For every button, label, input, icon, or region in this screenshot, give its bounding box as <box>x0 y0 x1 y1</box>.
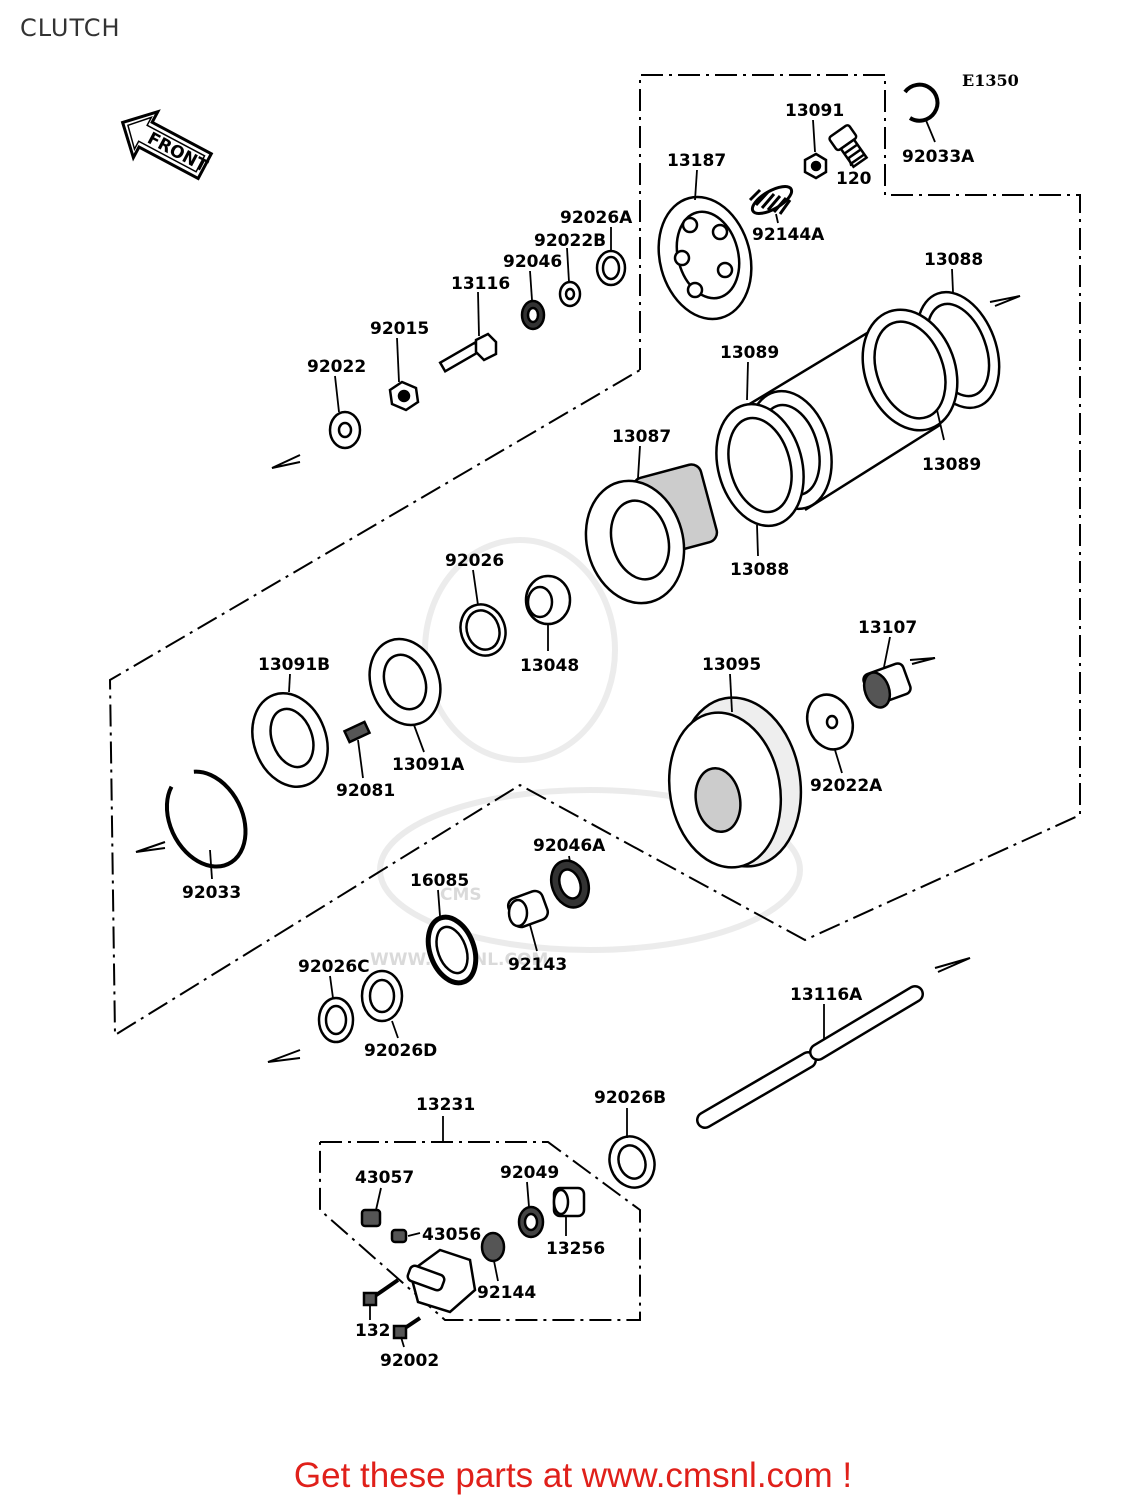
pushrod-13116a <box>696 985 924 1129</box>
leader-lines <box>209 117 954 1348</box>
part-label: 13187 <box>667 151 726 171</box>
clutch-housing-13095 <box>667 696 803 869</box>
watermark-brand: CMS <box>440 885 482 905</box>
part-label: 13089 <box>922 455 981 475</box>
part-labels: 13091 120 92033A 13187 92144A 92026A 920… <box>182 101 983 1371</box>
circlip-92033 <box>164 769 248 869</box>
part-label: 92002 <box>380 1351 439 1371</box>
plate-13091a <box>368 637 442 727</box>
clutch-hub-13087 <box>584 463 719 605</box>
part-label: 132 <box>355 1321 391 1341</box>
page-title: CLUTCH <box>20 14 121 42</box>
part-label: 92033A <box>902 147 975 167</box>
bearing-92046a <box>549 859 591 909</box>
part-label: 92046A <box>533 836 606 856</box>
bearing-92046 <box>520 299 546 331</box>
nut-13091 <box>803 152 828 180</box>
part-label: 13089 <box>720 343 779 363</box>
pressure-plate-13187 <box>657 195 753 321</box>
collar-92143 <box>506 889 550 929</box>
part-label: 13256 <box>546 1239 605 1259</box>
part-label: 43056 <box>422 1225 481 1245</box>
part-label: 13231 <box>416 1095 475 1115</box>
steel-plate-13089-top <box>861 308 959 432</box>
part-label: 92026B <box>594 1088 666 1108</box>
front-arrow: FRONT <box>120 109 214 181</box>
bolt-132 <box>362 1278 400 1307</box>
assembly-outline <box>108 74 1081 1321</box>
gasket-92026b <box>608 1135 656 1189</box>
part-label: 92022 <box>307 357 366 377</box>
release-cylinder <box>406 1248 477 1314</box>
washer-92022a <box>805 693 855 751</box>
bolt-120 <box>828 124 869 169</box>
part-label: 43057 <box>355 1168 414 1188</box>
gear-13107 <box>862 662 912 709</box>
part-label: 13048 <box>520 656 579 676</box>
part-label: 92022A <box>810 776 883 796</box>
sleeve-13256 <box>552 1186 586 1218</box>
ring-92026a <box>595 249 627 287</box>
diagram-code: E1350 <box>962 71 1019 90</box>
washer-92026d <box>360 969 404 1023</box>
part-label: 92022B <box>534 231 606 251</box>
plate-13091b <box>251 691 329 789</box>
part-label: 13095 <box>702 655 761 675</box>
part-label: 120 <box>836 169 872 189</box>
washer-92026c <box>317 996 355 1044</box>
part-label: 13088 <box>924 250 983 270</box>
part-label: 92026A <box>560 208 633 228</box>
part-label: 13091 <box>785 101 844 121</box>
part-label: 13116 <box>451 274 510 294</box>
ring-92026 <box>459 603 507 657</box>
part-label: 13088 <box>730 560 789 580</box>
part-label: 92015 <box>370 319 429 339</box>
nut-92015 <box>388 380 420 412</box>
part-label: 92033 <box>182 883 241 903</box>
sleeve-13048 <box>524 574 572 626</box>
spring-92144a <box>748 185 794 215</box>
footer-banner[interactable]: Get these parts at www.cmsnl.com ! <box>293 1456 853 1495</box>
part-label: 92026D <box>364 1041 437 1061</box>
pushrod-13116 <box>438 332 498 374</box>
plug-43056 <box>390 1228 408 1244</box>
spring-92144 <box>480 1231 506 1263</box>
part-label: 92143 <box>508 955 567 975</box>
part-label: 92026C <box>298 957 370 977</box>
part-label: 92046 <box>503 252 562 272</box>
spring-92081 <box>342 720 372 744</box>
bleeder-43057 <box>360 1208 382 1228</box>
circlip-92033a <box>903 82 940 123</box>
washer-92022 <box>328 410 362 450</box>
friction-plate-13088-lower <box>715 402 805 528</box>
direction-arrows <box>135 295 1021 1063</box>
part-label: 16085 <box>410 871 469 891</box>
part-label: 13116A <box>790 985 863 1005</box>
bolt-92002 <box>392 1316 422 1340</box>
part-label: 13091B <box>258 655 330 675</box>
washer-92022b <box>558 280 582 308</box>
part-label: 92081 <box>336 781 395 801</box>
seal-92049 <box>517 1205 545 1239</box>
part-label: 92144A <box>752 225 825 245</box>
part-label: 92026 <box>445 551 504 571</box>
part-label: 13091A <box>392 755 465 775</box>
part-label: 13107 <box>858 618 917 638</box>
part-label: 13087 <box>612 427 671 447</box>
gear-16085 <box>425 914 479 986</box>
part-label: 92049 <box>500 1163 559 1183</box>
part-label: 92144 <box>477 1283 536 1303</box>
